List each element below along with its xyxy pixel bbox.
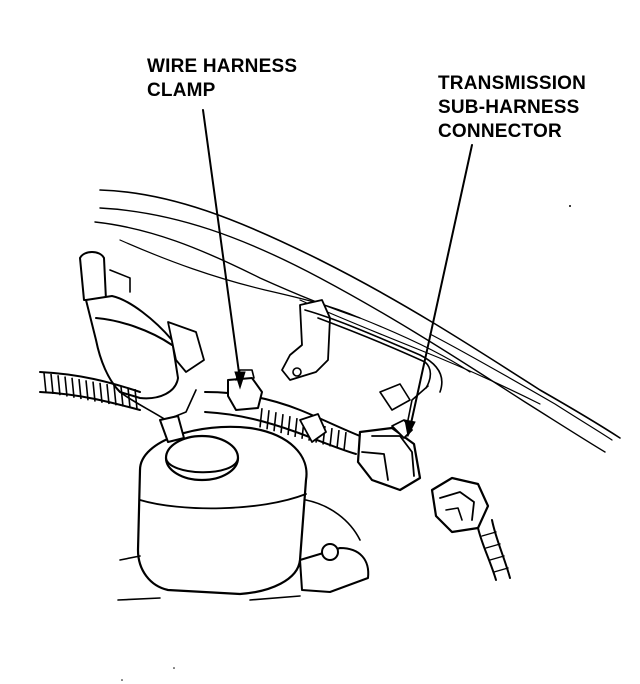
sub-harness-connector-label: TRANSMISSION SUB-HARNESS CONNECTOR bbox=[438, 72, 586, 144]
harness-rib bbox=[57, 375, 61, 396]
harness-rib bbox=[266, 410, 270, 430]
sub-harness-connector-label-line1: TRANSMISSION bbox=[438, 73, 587, 94]
harness-rib bbox=[43, 372, 47, 393]
harness-rib bbox=[259, 408, 263, 428]
harness-rib bbox=[273, 412, 277, 432]
wire-harness-clamp-label-line2: CLAMP bbox=[147, 80, 216, 101]
harness-rib bbox=[99, 382, 103, 403]
mounting-bracket bbox=[281, 299, 443, 411]
body-panel-lines bbox=[94, 189, 621, 453]
harness-rib bbox=[280, 414, 284, 434]
harness-rib bbox=[113, 385, 117, 406]
sub-harness-connector bbox=[356, 385, 429, 492]
reservoir bbox=[117, 415, 370, 601]
mating-connector bbox=[430, 476, 511, 581]
harness-rib bbox=[106, 383, 110, 405]
harness-rib bbox=[336, 429, 340, 449]
harness-rib bbox=[343, 431, 347, 451]
harness-rib bbox=[78, 378, 82, 400]
sub-harness-connector-label-line2: SUB-HARNESS bbox=[438, 97, 580, 118]
wire-harness-clamp-label: WIRE HARNESS CLAMP bbox=[147, 55, 297, 103]
harness-rib bbox=[329, 427, 333, 447]
scan-specks bbox=[121, 205, 571, 681]
harness-rib bbox=[92, 381, 96, 402]
leader-lines bbox=[202, 109, 473, 438]
harness-rib bbox=[50, 373, 54, 395]
harness-rib bbox=[287, 416, 291, 436]
harness-rib bbox=[85, 380, 89, 401]
harness-rib bbox=[294, 418, 298, 438]
wire-harness-clamp bbox=[227, 369, 327, 443]
sub-harness-connector-label-line3: CONNECTOR bbox=[438, 121, 562, 142]
harness-rib bbox=[64, 376, 68, 397]
wire-harness-clamp-label-line1: WIRE HARNESS bbox=[147, 56, 298, 77]
harness-rib bbox=[71, 377, 75, 398]
harness-rib bbox=[134, 389, 138, 410]
canister-component bbox=[79, 251, 205, 421]
harness-rib bbox=[127, 387, 131, 408]
harness-rib bbox=[120, 386, 124, 407]
